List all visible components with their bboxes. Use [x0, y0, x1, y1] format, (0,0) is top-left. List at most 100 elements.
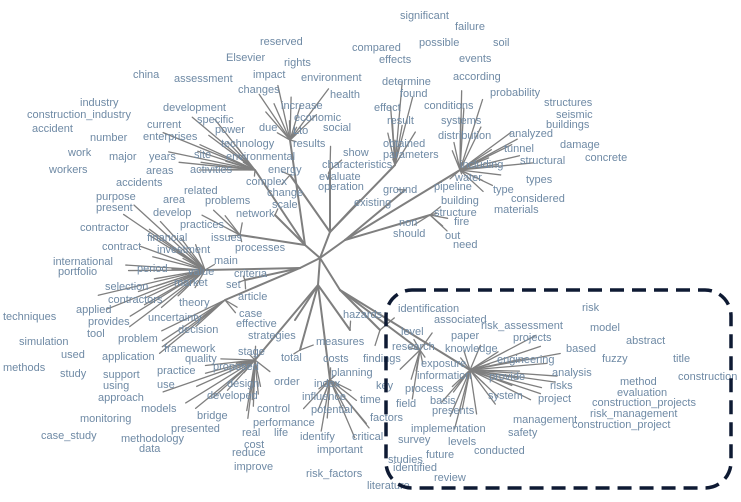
word-label: structures — [544, 97, 593, 109]
word-label: obtained — [383, 138, 425, 150]
word-label: operation — [318, 181, 364, 193]
word-label: future — [426, 449, 454, 461]
word-label: information — [417, 370, 471, 382]
branch-line — [226, 359, 256, 391]
branch-line — [191, 116, 256, 171]
word-label: study — [60, 368, 87, 380]
word-label: results — [293, 138, 326, 150]
word-label: critical — [352, 431, 383, 443]
branch-line — [408, 347, 421, 351]
word-label: type — [493, 184, 514, 196]
word-label: title — [673, 353, 690, 365]
branch-line — [329, 159, 343, 171]
branch-line — [394, 96, 414, 166]
word-label: projects — [513, 332, 552, 344]
branch-line — [459, 148, 493, 171]
word-label: change — [267, 187, 303, 199]
word-label: methods — [3, 362, 46, 374]
word-label: construction — [678, 371, 737, 383]
word-label: methodology — [121, 433, 184, 445]
word-label: application — [102, 351, 155, 363]
word-label: enterprises — [143, 131, 198, 143]
word-label: research — [392, 341, 435, 353]
branch-line — [469, 369, 556, 383]
word-label: possible — [419, 37, 459, 49]
word-label: characteristics — [322, 159, 393, 171]
word-label: changes — [238, 84, 280, 96]
word-label: real — [242, 427, 260, 439]
branch-line — [461, 369, 471, 410]
word-label: due — [259, 122, 277, 134]
branch-line — [459, 157, 490, 171]
branch-line — [419, 349, 426, 358]
branch-line — [413, 214, 431, 226]
branch-line — [344, 189, 406, 241]
word-label: theory — [179, 297, 210, 309]
branch-line — [320, 379, 331, 432]
word-label: seismic — [556, 109, 593, 121]
branch-line — [182, 257, 206, 271]
branch-line — [374, 329, 381, 347]
word-label: bridge — [197, 410, 228, 422]
word-label: rights — [284, 57, 311, 69]
word-label: influence — [302, 391, 346, 403]
word-label: total — [281, 352, 302, 364]
word-label: effects — [379, 54, 412, 66]
highlight-box — [384, 288, 733, 490]
word-label: design — [227, 378, 259, 390]
branch-line — [161, 299, 226, 332]
branch-line — [326, 379, 331, 419]
word-label: health — [330, 89, 360, 101]
word-label: value — [188, 266, 214, 278]
word-label: considered — [511, 193, 565, 205]
word-label: life — [274, 427, 288, 439]
word-label: types — [526, 174, 553, 186]
word-label: power — [215, 124, 245, 136]
word-label: risk_assessment — [481, 320, 563, 332]
branch-line — [463, 350, 471, 371]
branch-line — [293, 349, 301, 355]
branch-line — [220, 358, 256, 361]
word-label: analysis — [552, 367, 592, 379]
word-label: case — [239, 308, 262, 320]
word-label: control — [257, 403, 290, 415]
word-label: project — [538, 393, 571, 405]
word-label: practice — [157, 365, 196, 377]
word-label: uncertainty — [148, 312, 202, 324]
word-label: environmental — [226, 151, 295, 163]
branch-line — [469, 362, 548, 371]
word-label: simulation — [19, 336, 69, 348]
word-label: according — [453, 71, 501, 83]
word-label: contract — [102, 241, 141, 253]
branch-line — [159, 220, 206, 271]
branch-line — [273, 103, 291, 141]
branch-line — [299, 284, 319, 351]
branch-line — [344, 214, 431, 241]
branch-line — [212, 209, 241, 236]
word-label: engineering — [497, 354, 555, 366]
word-label: measures — [316, 336, 365, 348]
word-label: existing — [354, 197, 391, 209]
word-label: presents — [432, 405, 475, 417]
dendrogram-branches — [97, 81, 561, 439]
word-label: technology — [221, 138, 275, 150]
word-label: basis — [430, 395, 456, 407]
branch-line — [319, 231, 331, 259]
word-label: provide — [489, 371, 525, 383]
word-label: increase — [281, 100, 323, 112]
word-label: management — [513, 414, 577, 426]
word-label: used — [61, 349, 85, 361]
branch-line — [299, 344, 314, 351]
branch-line — [254, 359, 259, 395]
word-label: risk_factors — [306, 468, 363, 480]
word-label: case_study — [41, 430, 97, 442]
branch-line — [158, 299, 226, 355]
branch-line — [196, 359, 256, 388]
branch-line — [204, 267, 301, 271]
word-label: distribution — [438, 130, 491, 142]
branch-line — [129, 269, 206, 317]
branch-line — [359, 199, 362, 202]
word-label: knowledge — [445, 343, 498, 355]
branch-line — [317, 257, 321, 286]
word-label: problem — [118, 333, 158, 345]
